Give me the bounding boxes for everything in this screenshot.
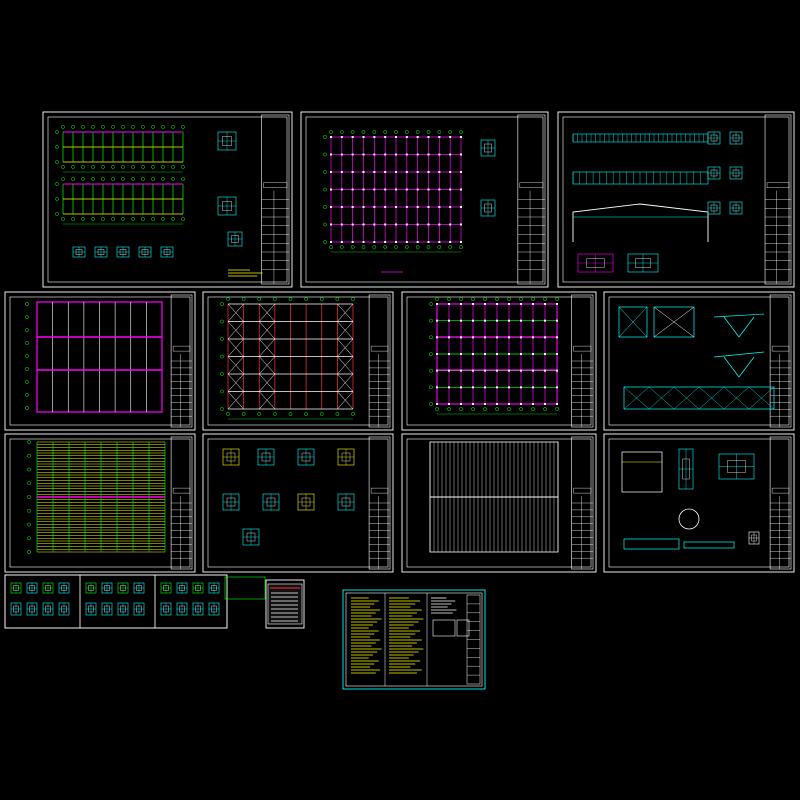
sheet-general-notes-cover	[342, 589, 486, 690]
sheet-connection-details	[202, 433, 394, 573]
sheet-drawing-index-table	[265, 579, 305, 629]
sheet-roof-panel-layout	[401, 433, 597, 573]
sheet-small-details-strip	[4, 574, 266, 629]
sheet-column-grid-plan	[300, 111, 549, 288]
sheet-elevations-and-details	[42, 111, 293, 288]
sheet-bracing-details	[603, 291, 795, 431]
sheet-purlin-plan	[401, 291, 597, 431]
sheet-frame-elevation-and-details	[557, 111, 795, 288]
sheet-roof-beam-plan	[4, 291, 196, 431]
sheet-bracing-plan	[202, 291, 394, 431]
sheet-gable-details	[603, 433, 795, 573]
sheet-purlin-layout-grid	[4, 433, 196, 573]
